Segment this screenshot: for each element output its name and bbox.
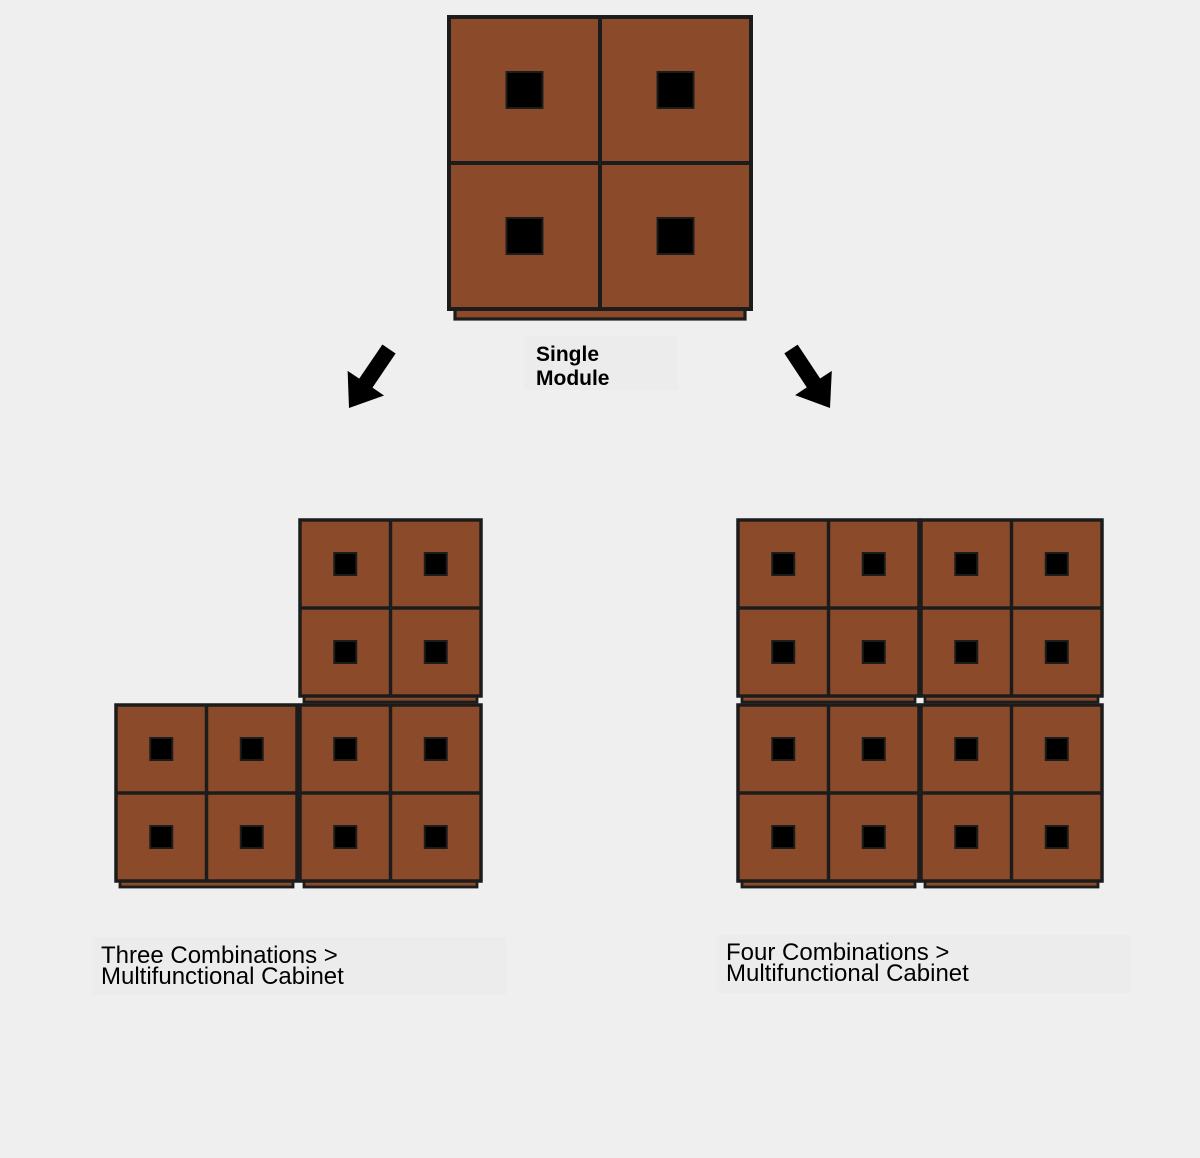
drawer-knob-icon	[1044, 737, 1069, 761]
three-combinations-label: Three Combinations > Multifunctional Cab…	[92, 937, 506, 995]
four-module-top-left	[736, 518, 921, 704]
four-module-bottom-right	[919, 703, 1104, 889]
drawer-knob-icon	[861, 552, 886, 576]
drawer-knob-icon	[861, 640, 886, 664]
three-module-top	[298, 518, 483, 704]
drawer-knob-icon	[954, 825, 979, 849]
drawer-knob-icon	[333, 825, 358, 849]
drawer-knob-icon	[1044, 552, 1069, 576]
drawer-knob-icon	[333, 737, 358, 761]
drawer-knob-icon	[505, 71, 544, 109]
drawer-knob-icon	[423, 640, 448, 664]
four-combinations-title: Four Combinations >	[726, 939, 950, 966]
drawer-knob-icon	[656, 217, 695, 255]
four-combinations-subtitle: Multifunctional Cabinet	[726, 960, 969, 987]
three-combinations-title: Three Combinations >	[101, 942, 338, 969]
arrow-down-left-icon	[347, 344, 396, 408]
drawer-knob-icon	[423, 552, 448, 576]
drawer-knob-icon	[239, 737, 264, 761]
drawer-knob-icon	[771, 640, 796, 664]
single-module	[447, 15, 753, 321]
four-module-top-right	[919, 518, 1104, 704]
drawer-knob-icon	[954, 552, 979, 576]
four-combinations-label: Four Combinations > Multifunctional Cabi…	[716, 935, 1130, 993]
drawer-knob-icon	[1044, 640, 1069, 664]
three-combinations-subtitle: Multifunctional Cabinet	[101, 963, 344, 990]
drawer-knob-icon	[954, 737, 979, 761]
arrow-down-right-icon	[784, 344, 832, 408]
drawer-knob-icon	[149, 737, 174, 761]
three-module-bottom-left	[114, 703, 299, 889]
drawer-knob-icon	[333, 552, 358, 576]
drawer-knob-icon	[239, 825, 264, 849]
drawer-knob-icon	[861, 825, 886, 849]
drawer-knob-icon	[1044, 825, 1069, 849]
drawer-knob-icon	[954, 640, 979, 664]
drawer-knob-icon	[771, 737, 796, 761]
four-module-bottom-left	[736, 703, 921, 889]
drawer-knob-icon	[149, 825, 174, 849]
three-module-bottom-right	[298, 703, 483, 889]
drawer-knob-icon	[505, 217, 544, 255]
drawer-knob-icon	[771, 552, 796, 576]
drawer-knob-icon	[423, 825, 448, 849]
drawer-knob-icon	[861, 737, 886, 761]
drawer-knob-icon	[423, 737, 448, 761]
drawer-knob-icon	[333, 640, 358, 664]
single-module-label: Single Module	[524, 336, 678, 390]
drawer-knob-icon	[771, 825, 796, 849]
drawer-knob-icon	[656, 71, 695, 109]
